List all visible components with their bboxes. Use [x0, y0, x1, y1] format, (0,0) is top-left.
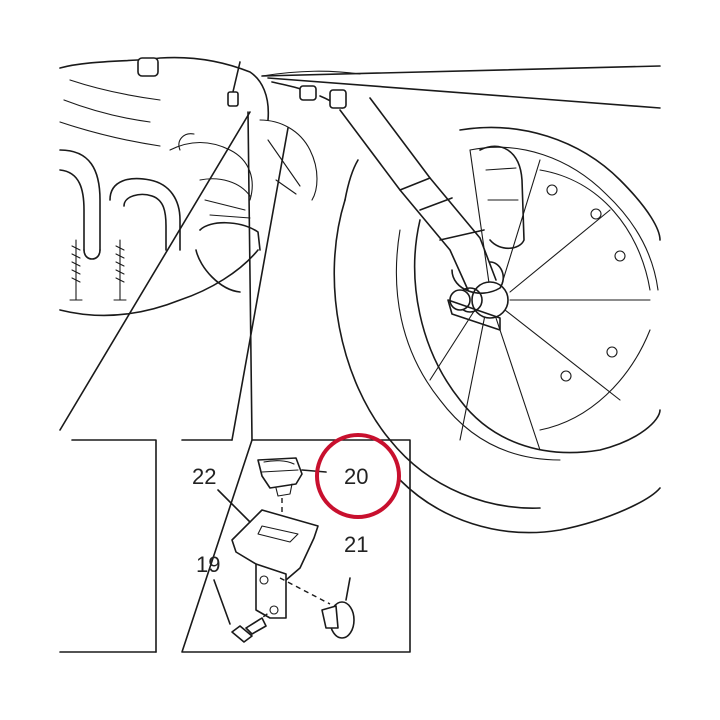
- engine-chassis-illustration: [59, 56, 661, 317]
- callout-22: 22: [192, 464, 216, 489]
- highlight-circle: [315, 433, 401, 519]
- detail-box: [181, 439, 411, 653]
- callout-21: 21: [344, 532, 368, 557]
- leader-lines: [59, 111, 289, 653]
- part-19-bolt: [213, 579, 271, 643]
- callout-20: 20: [344, 464, 368, 489]
- callout-19: 19: [196, 552, 220, 577]
- part-20-clip-nut: [257, 457, 327, 497]
- part-21-grommet: [279, 577, 355, 639]
- front-wheel-illustration: [333, 97, 661, 534]
- part-22-bracket: [217, 489, 319, 619]
